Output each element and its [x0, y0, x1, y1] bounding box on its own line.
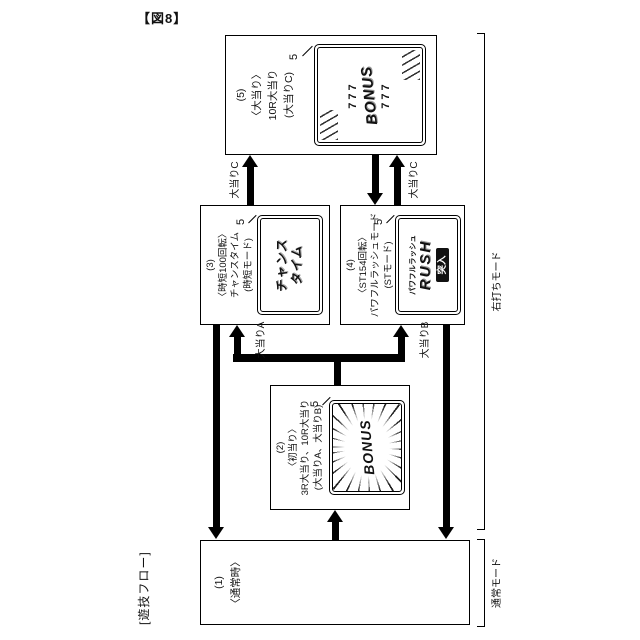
arrow-chance-time-to-normal: [212, 325, 220, 527]
bracket-right-strike-mode: [477, 33, 485, 530]
caption-line: 10R大当り: [267, 69, 279, 121]
screen-text: 777: [380, 81, 392, 109]
ref-numeral-5: 5: [373, 218, 385, 225]
screen-text: パワフルラッシュ: [407, 235, 417, 295]
arrow-rush-to-jackpot: [393, 167, 401, 205]
label-jackpot-a: 大当りA: [256, 321, 267, 359]
caption-line: (1): [213, 576, 225, 589]
arrow-fork-to-rush: [397, 337, 405, 362]
state-box-jackpot: (5) 〈大当り〉 10R大当り (大当りC) 777 BONUS 777 5: [225, 35, 437, 155]
screen-text: RUSH: [416, 239, 434, 291]
ref-numeral-5: 5: [235, 218, 247, 225]
speed-lines-decoration: [320, 110, 338, 140]
flow-title: [遊技フロー]: [137, 551, 151, 625]
state-box-normal: (1) 〈通常時〉: [200, 540, 470, 625]
label-jackpot-c-right: 大当りC: [409, 161, 420, 199]
label-jackpot-b: 大当りB: [420, 321, 431, 359]
label-right-strike-mode: 右打ちモード: [492, 251, 503, 312]
state-box-powerful-rush: (4) 〈ST154回転〉 パワフルラッシュモード (STモード) パワフルラッ…: [340, 205, 465, 325]
box-caption: (5) 〈大当り〉 10R大当り (大当りC): [226, 36, 297, 154]
caption-line: 〈大当り〉: [251, 68, 263, 122]
screen-text: 突入: [435, 248, 449, 282]
arrow-rush-to-normal: [442, 325, 450, 527]
caption-line: 〈通常時〉: [230, 556, 242, 609]
caption-line: (3): [205, 259, 216, 271]
speed-lines-decoration: [402, 50, 420, 80]
screen-text: タイム: [290, 243, 304, 287]
state-box-chance-time: (3) 〈時短100回転〉 チャンスタイム (時短モード) チャンス タイム 5: [200, 205, 330, 325]
caption-line: (4): [345, 259, 356, 271]
lcd-screen-rush: パワフルラッシュ RUSH 突入: [395, 215, 461, 315]
figure-number: 【図8】: [137, 11, 188, 26]
label-jackpot-c-left: 大当りC: [230, 161, 241, 199]
caption-line: 〈ST154回転〉: [357, 232, 369, 298]
fork-stem: [333, 360, 341, 385]
screen-text: チャンス: [275, 237, 289, 293]
arrow-jackpot-to-rush: [371, 155, 379, 193]
caption-line: 〈時短100回転〉: [217, 228, 229, 302]
bracket-normal-mode: [477, 539, 485, 627]
arrow-chance-time-to-jackpot: [246, 167, 254, 205]
arrow-fork-to-chance-time: [233, 337, 241, 362]
ref-numeral-5: 5: [288, 53, 300, 60]
caption-line: (5): [235, 88, 247, 102]
lcd-screen-jackpot-bonus: 777 BONUS 777: [314, 44, 426, 146]
lcd-screen-bonus: BONUS: [329, 400, 405, 495]
label-normal-mode: 通常モード: [492, 558, 503, 608]
game-flow-diagram: [遊技フロー] (1) 〈通常時〉 (2) 〈初当り〉 3R大当り、10R大当り…: [133, 31, 503, 631]
arrow-normal-to-first-hit: [331, 522, 339, 540]
box-caption: (4) 〈ST154回転〉 パワフルラッシュモード (STモード): [341, 206, 395, 324]
caption-line: 〈初当り〉: [287, 423, 299, 472]
lcd-screen-chance-time: チャンス タイム: [257, 215, 323, 315]
box-caption: (1) 〈通常時〉: [201, 541, 245, 624]
state-box-first-hit: (2) 〈初当り〉 3R大当り、10R大当り (大当りA、大当りB) BONUS…: [270, 385, 410, 510]
caption-line: (2): [275, 441, 286, 454]
leader-line: [302, 45, 313, 57]
screen-text: BONUS: [357, 64, 382, 126]
ref-numeral-5: 5: [309, 400, 321, 407]
